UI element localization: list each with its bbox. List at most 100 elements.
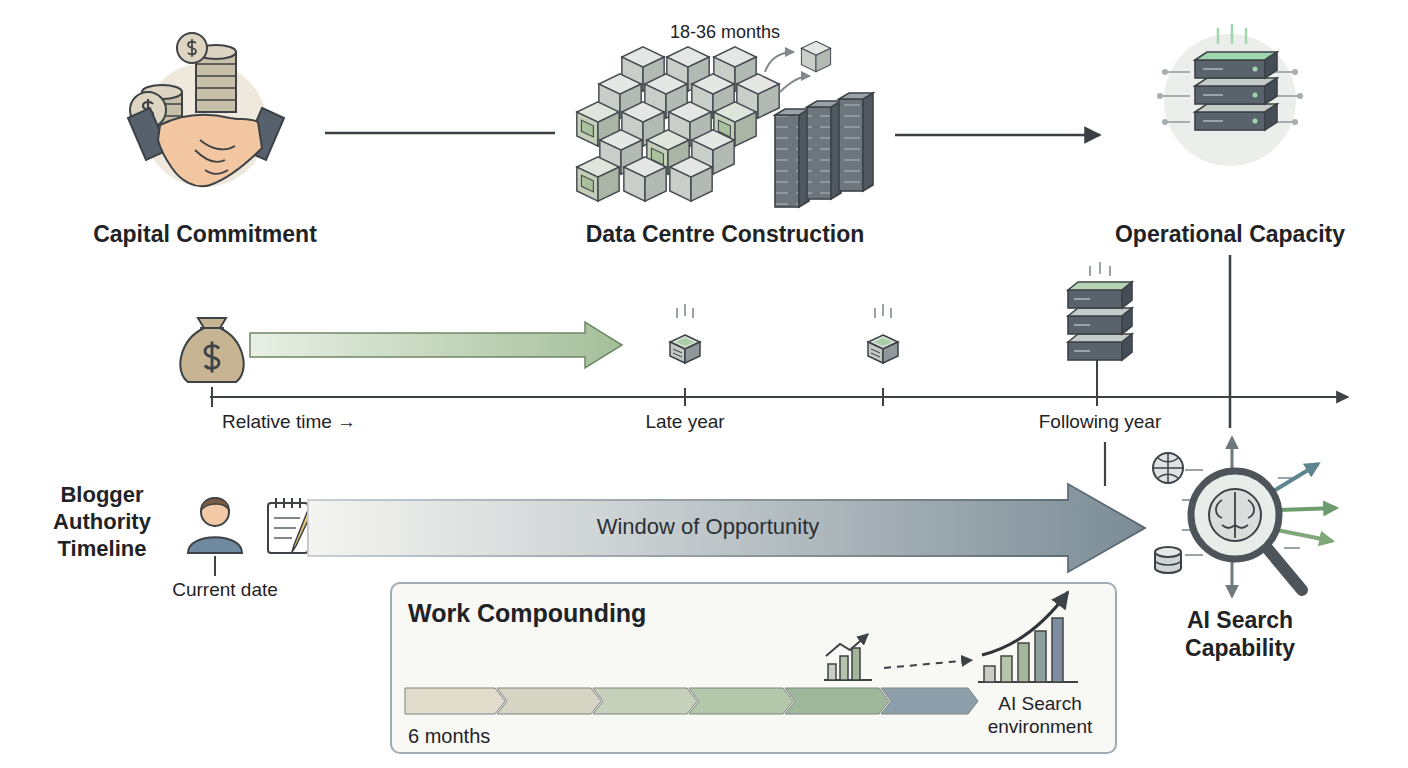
operational-capacity-icon bbox=[1195, 60, 1265, 78]
progress-chevron bbox=[593, 688, 697, 714]
capital-icon bbox=[196, 64, 236, 100]
small-growth-chart bbox=[824, 679, 872, 681]
icon-node: Data Centre Construction bbox=[555, 42, 895, 255]
small-growth-chart bbox=[824, 634, 872, 680]
data-centre-icon bbox=[839, 93, 873, 99]
ai-search-icon bbox=[1231, 438, 1234, 470]
capital-icon bbox=[128, 33, 284, 187]
node-text: 6 months bbox=[408, 724, 568, 748]
marker-label: Current date bbox=[150, 578, 300, 601]
server-stack-icon bbox=[1090, 262, 1110, 276]
compounding-bar-chart bbox=[978, 592, 1078, 682]
ai-search-icon bbox=[1216, 492, 1254, 538]
capital-icon bbox=[142, 85, 182, 99]
axis-label: Late year bbox=[620, 410, 750, 433]
capital-icon bbox=[188, 39, 196, 57]
ai-search-icon bbox=[1155, 560, 1181, 565]
money-bag-icon bbox=[180, 318, 243, 382]
operational-capacity-icon bbox=[1265, 78, 1277, 104]
compounding-bar-chart bbox=[1001, 656, 1012, 682]
node-title: Work Compounding bbox=[408, 598, 748, 629]
operational-capacity-icon bbox=[1164, 34, 1296, 166]
opportunity-arrow: Window of Opportunity bbox=[308, 484, 1148, 572]
data-centre-icon bbox=[577, 41, 873, 207]
axis-label: Following year bbox=[1020, 410, 1180, 433]
node-text: AI Search environment bbox=[980, 692, 1100, 738]
ai-search-icon bbox=[1231, 560, 1234, 596]
operational-capacity-icon bbox=[1218, 24, 1246, 44]
operational-capacity-icon bbox=[1162, 69, 1168, 75]
compounding-bar-chart bbox=[1052, 618, 1063, 682]
data-centre-icon bbox=[807, 101, 841, 107]
operational-capacity-icon bbox=[1265, 52, 1277, 78]
operational-capacity-icon bbox=[1195, 78, 1277, 86]
small-growth-chart bbox=[852, 648, 860, 680]
compounding-bar-chart bbox=[984, 666, 995, 682]
blogger-icon bbox=[201, 498, 229, 510]
data-centre-icon bbox=[670, 157, 712, 201]
server-stack-icon bbox=[1122, 282, 1132, 308]
data-centre-icon bbox=[801, 41, 830, 71]
data-centre-icon bbox=[775, 109, 809, 115]
server-milestone-icon bbox=[670, 335, 700, 363]
timeline-axis bbox=[212, 360, 1097, 407]
ai-search-icon bbox=[1155, 552, 1181, 573]
data-centre-icon bbox=[692, 130, 734, 174]
operational-capacity-icon bbox=[1195, 52, 1277, 60]
operational-capacity-icon bbox=[1297, 93, 1303, 99]
operational-capacity-icon bbox=[1253, 67, 1258, 72]
data-centre-icon bbox=[622, 102, 664, 146]
data-centre-icon bbox=[645, 74, 687, 118]
money-bag-icon bbox=[180, 318, 243, 382]
data-centre-icon bbox=[599, 74, 641, 118]
milestone-leader-line bbox=[214, 556, 216, 576]
server-stack-icon bbox=[1068, 334, 1132, 342]
data-centre-icon bbox=[775, 115, 799, 207]
data-centre-icon bbox=[863, 93, 873, 191]
operational-capacity-icon bbox=[1253, 93, 1258, 98]
node-title: Data Centre Construction bbox=[555, 220, 895, 248]
money-bag-icon bbox=[205, 342, 219, 373]
operational-capacity-icon bbox=[1292, 119, 1298, 125]
icon-node: Capital Commitment bbox=[85, 60, 325, 255]
data-centre-icon bbox=[667, 47, 709, 91]
ai-search-icon bbox=[1153, 438, 1336, 596]
blogger-icon bbox=[188, 498, 312, 553]
data-centre-icon bbox=[714, 47, 756, 91]
blogger-icon bbox=[276, 498, 300, 508]
data-centre-icon bbox=[737, 74, 779, 118]
operational-capacity-icon bbox=[1292, 69, 1298, 75]
ai-search-icon bbox=[1272, 464, 1318, 492]
server-stack-icon bbox=[1068, 342, 1122, 360]
progress-chevron bbox=[785, 688, 889, 714]
ai-search-icon bbox=[1155, 547, 1181, 557]
ai-search-icon bbox=[1191, 471, 1279, 559]
ai-search-icon bbox=[1153, 453, 1183, 483]
timeline-axis bbox=[210, 360, 1348, 407]
milestone-leader-line bbox=[1104, 442, 1106, 486]
operational-capacity-icon bbox=[1162, 119, 1168, 125]
ai-search-icon bbox=[1277, 530, 1332, 541]
money-bag-icon bbox=[200, 327, 224, 329]
operational-capacity-icon bbox=[1160, 72, 1300, 122]
capital-icon bbox=[196, 52, 236, 112]
dashed-progress-arrow bbox=[884, 660, 972, 668]
small-growth-chart bbox=[828, 664, 836, 680]
server-stack-icon bbox=[1122, 308, 1132, 334]
server-milestone-icon bbox=[875, 304, 891, 318]
progress-chevron bbox=[405, 688, 978, 714]
server-stack-icon bbox=[1068, 262, 1132, 360]
data-centre-icon bbox=[577, 102, 619, 146]
server-stack-icon bbox=[1074, 299, 1090, 351]
compounding-bar-chart bbox=[1035, 631, 1046, 682]
data-centre-icon bbox=[624, 157, 666, 201]
server-milestone-icon bbox=[868, 335, 898, 363]
ai-search-icon bbox=[1279, 508, 1336, 510]
data-centre-icon bbox=[647, 130, 689, 174]
ai-search-icon bbox=[1209, 489, 1261, 541]
connector-line bbox=[1229, 255, 1232, 428]
data-centre-icon bbox=[799, 109, 809, 207]
node-title: Capital Commitment bbox=[65, 220, 345, 248]
